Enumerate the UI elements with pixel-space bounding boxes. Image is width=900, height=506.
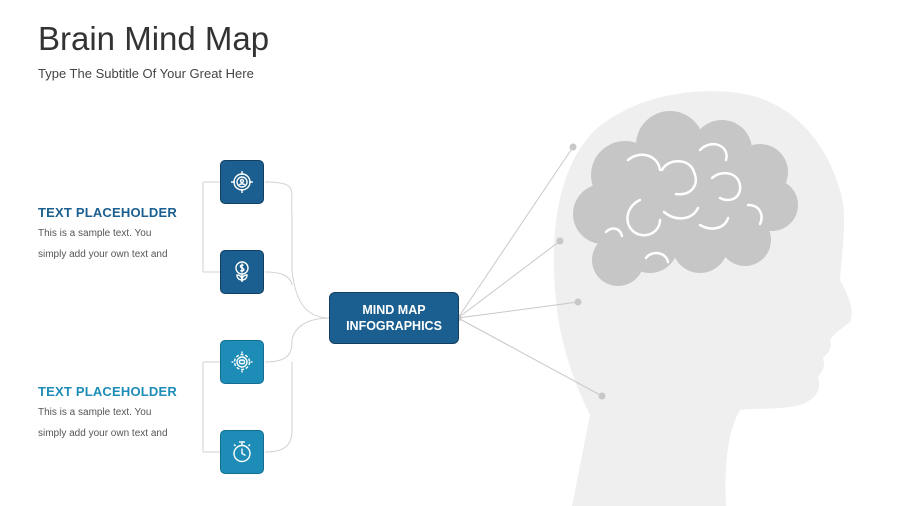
connector-dot [598,392,606,400]
text-block-line: simply add your own text and [38,428,168,439]
text-block-line: This is a sample text. You [38,407,152,418]
text-block-body: This is a sample text. You simply add yo… [38,223,213,265]
center-node[interactable]: MIND MAP INFOGRAPHICS [329,292,459,344]
connector-dot [556,237,564,245]
icon-node-4[interactable] [220,430,264,474]
icon-connectors [202,181,331,453]
head-connectors [457,146,603,397]
icon-node-3[interactable] [220,340,264,384]
connector-dot [574,298,582,306]
icon-node-2[interactable] [220,250,264,294]
text-block-heading: TEXT PLACEHOLDER [38,205,177,220]
page-title: Brain Mind Map [38,20,270,57]
stopwatch-icon [233,441,251,463]
brain-folds [604,142,763,264]
text-block-1: TEXT PLACEHOLDER This is a sample text. … [38,205,213,265]
text-block-body: This is a sample text. You simply add yo… [38,402,213,444]
page-subtitle: Type The Subtitle Of Your Great Here [38,66,254,81]
center-node-line1: MIND MAP [362,303,426,317]
text-block-line: This is a sample text. You [38,228,152,239]
money-plant-icon [235,261,249,282]
gear-brain-icon [231,351,253,373]
center-node-line2: INFOGRAPHICS [346,319,442,333]
icon-node-1[interactable] [220,160,264,204]
connector-dot [569,143,577,151]
text-block-heading: TEXT PLACEHOLDER [38,384,177,399]
text-block-2: TEXT PLACEHOLDER This is a sample text. … [38,384,213,444]
text-block-line: simply add your own text and [38,249,168,260]
target-user-icon [231,171,253,193]
